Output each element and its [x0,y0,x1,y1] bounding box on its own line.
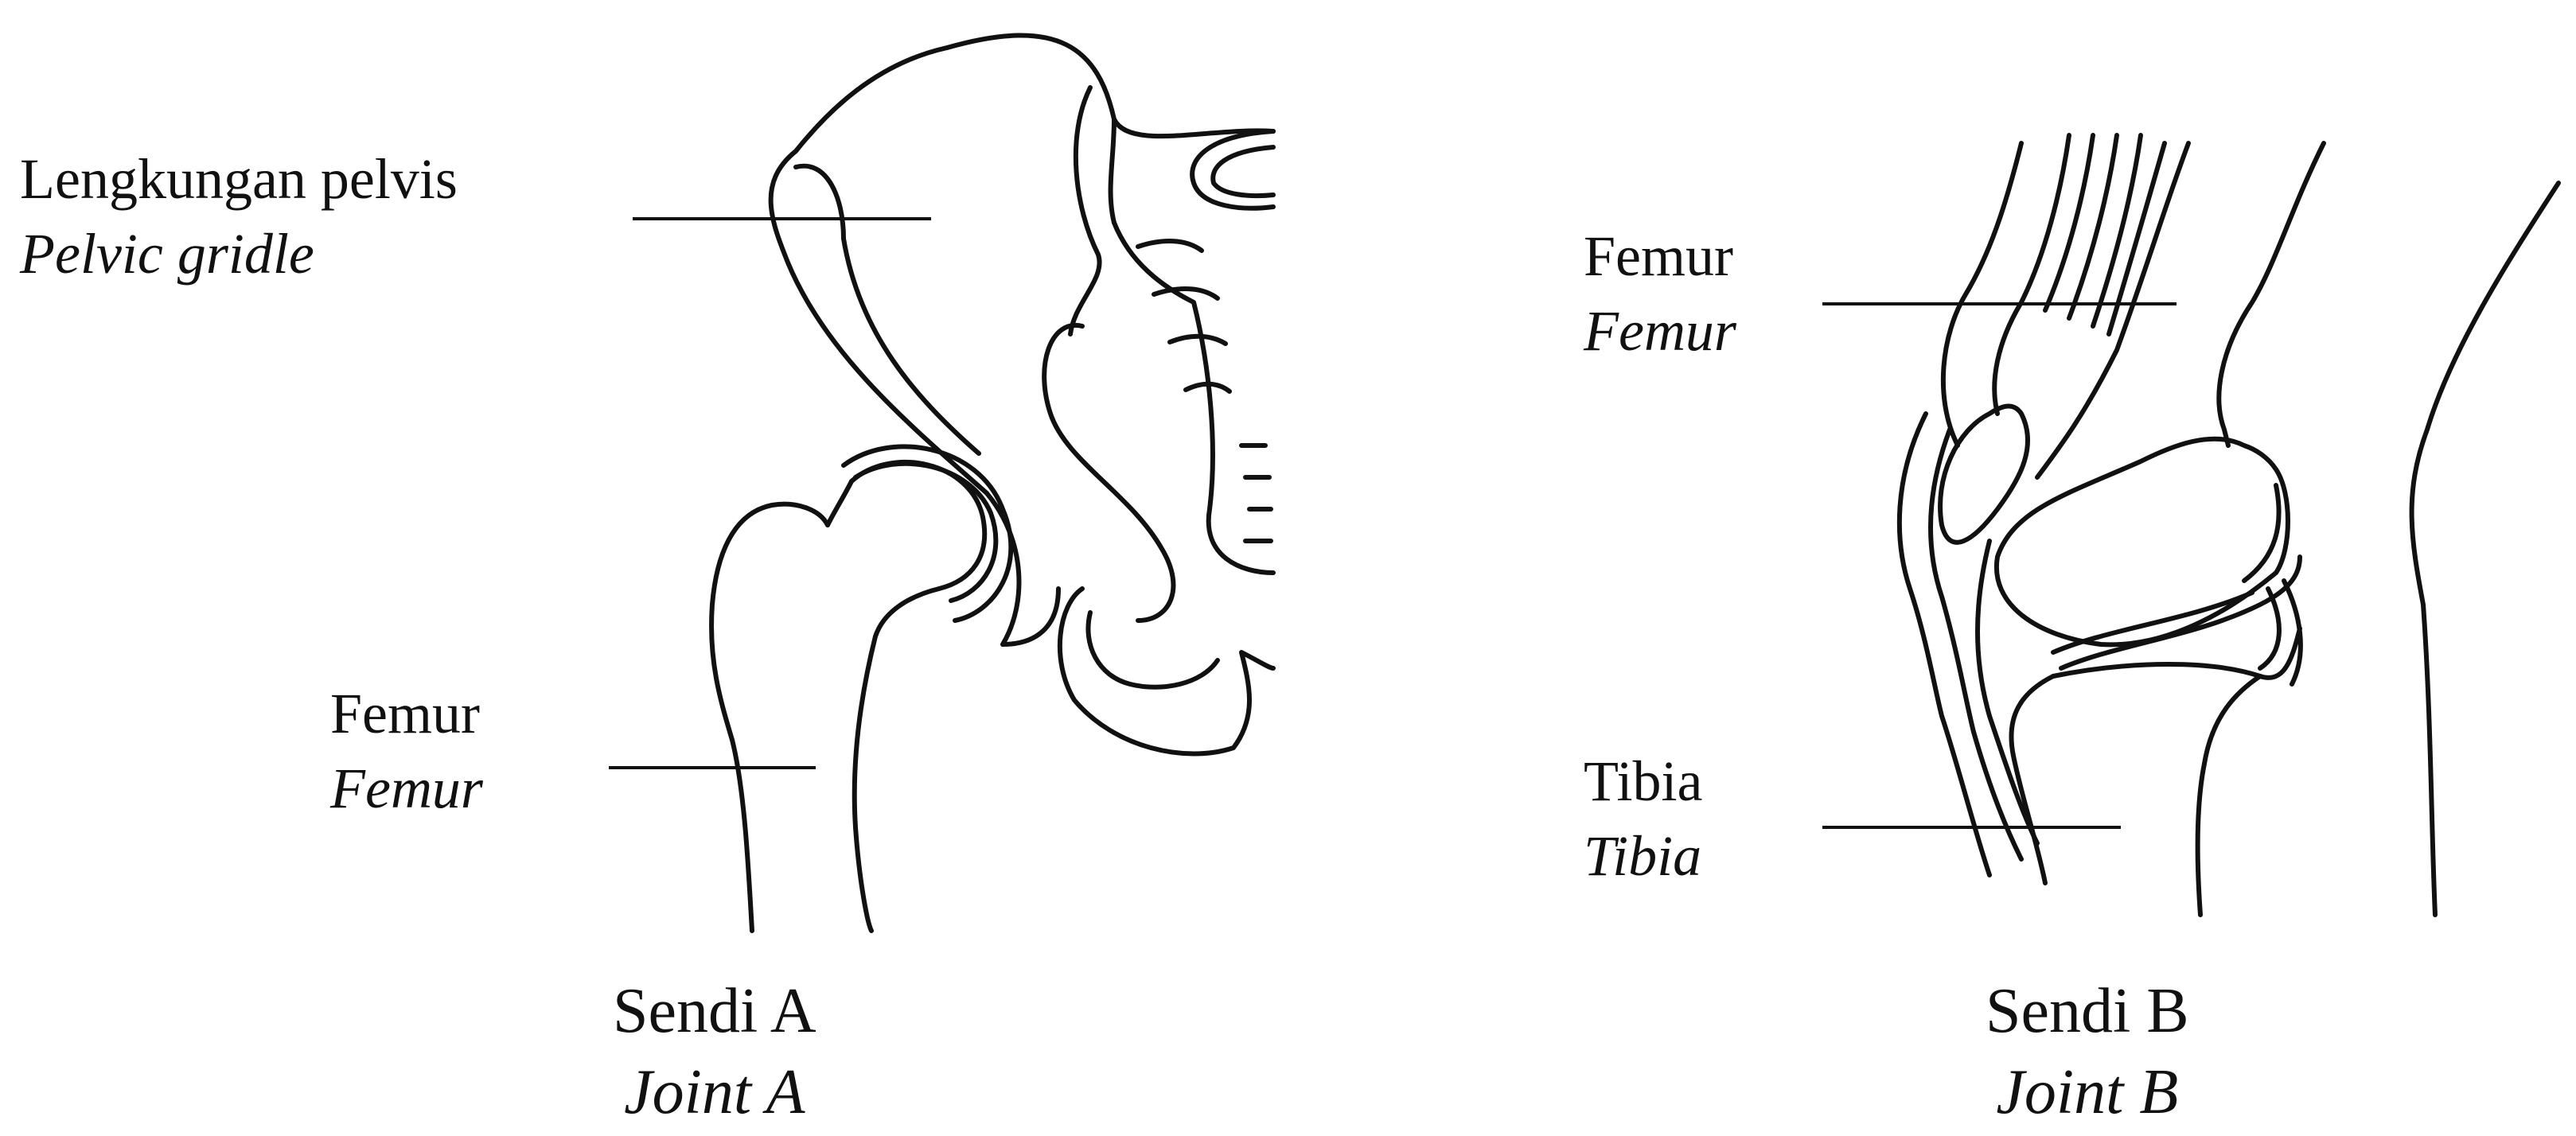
hip-femur-label: Femur Femur [330,676,483,826]
joint-b-caption-en: Joint B [1986,1052,2189,1133]
joint-a-caption: Sendi A Joint A [613,971,816,1133]
joint-a-caption-id: Sendi A [613,976,816,1046]
pelvis-label-id: Lengkungan pelvis [20,142,458,216]
joint-a-caption-en: Joint A [613,1052,816,1133]
tibia-label-en: Tibia [1584,819,1702,893]
joint-b-caption: Sendi B Joint B [1986,971,2189,1133]
tibia-label: Tibia Tibia [1584,744,1702,893]
knee-femur-label-id: Femur [1584,219,1736,294]
knee-femur-label-en: Femur [1584,294,1736,368]
pelvis-label: Lengkungan pelvis Pelvic gridle [20,142,458,291]
tibia-label-id: Tibia [1584,744,1702,819]
knee-femur-label: Femur Femur [1584,219,1736,368]
pelvis-label-en: Pelvic gridle [20,216,458,291]
joint-b-caption-id: Sendi B [1986,976,2189,1046]
hip-femur-label-en: Femur [330,751,483,826]
hip-femur-label-id: Femur [330,676,483,751]
